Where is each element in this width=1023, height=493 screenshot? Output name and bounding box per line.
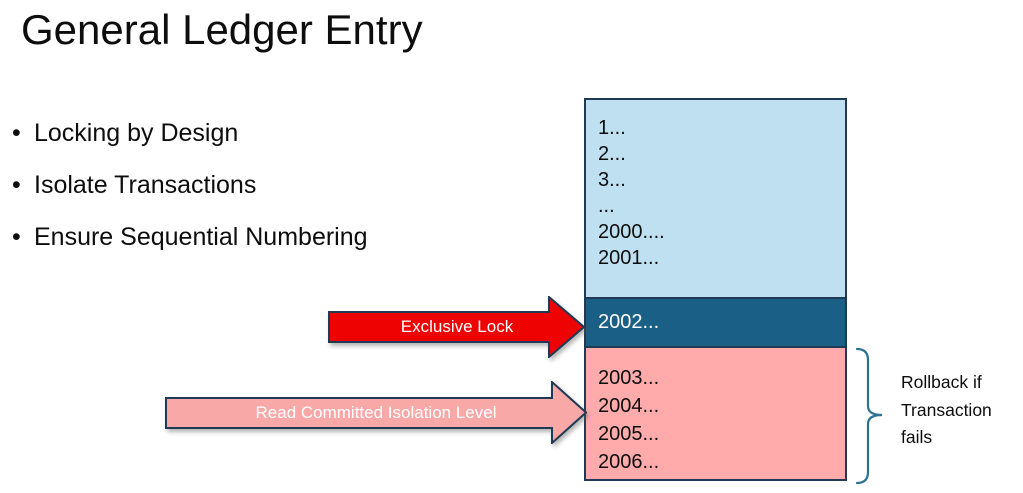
right-arrow-icon — [328, 296, 586, 358]
ledger-locked-row: 2002... — [598, 311, 660, 333]
ledger-row: 2006... — [598, 451, 660, 473]
bullet-item-isolate: Isolate Transactions — [12, 159, 368, 211]
ledger-row: 3... — [598, 169, 626, 191]
slide-title: General Ledger Entry — [21, 6, 423, 53]
ledger-row: 2003... — [598, 367, 660, 389]
bullet-list: Locking by Design Isolate Transactions E… — [12, 107, 368, 263]
ledger-row: 1... — [598, 117, 626, 139]
ledger-locked-section: 2002... — [586, 297, 845, 348]
ledger-row: 2004... — [598, 395, 660, 417]
ledger-row: 2005... — [598, 423, 660, 445]
ledger-committed-section: 1... 2... 3... ... 2000.... 2001... — [586, 100, 845, 297]
right-arrow-icon — [165, 381, 587, 444]
right-brace-icon — [853, 347, 889, 492]
bullet-item-locking: Locking by Design — [12, 107, 368, 159]
exclusive-lock-arrow: Exclusive Lock — [328, 296, 586, 358]
ledger-row: 2000.... — [598, 221, 665, 243]
ledger-row: 2... — [598, 143, 626, 165]
ledger-rollback-section: 2003... 2004... 2005... 2006... — [586, 348, 845, 479]
ledger-row: 2001... — [598, 247, 660, 269]
read-committed-arrow: Read Committed Isolation Level — [165, 381, 587, 444]
bullet-item-sequential: Ensure Sequential Numbering — [12, 211, 368, 263]
rollback-note: Rollback if Transaction fails — [901, 372, 992, 447]
exclusive-lock-label: Exclusive Lock — [400, 317, 514, 336]
ledger-row: ... — [598, 195, 615, 217]
ledger-box: 1... 2... 3... ... 2000.... 2001... 2002… — [584, 98, 847, 481]
read-committed-label: Read Committed Isolation Level — [255, 403, 497, 422]
